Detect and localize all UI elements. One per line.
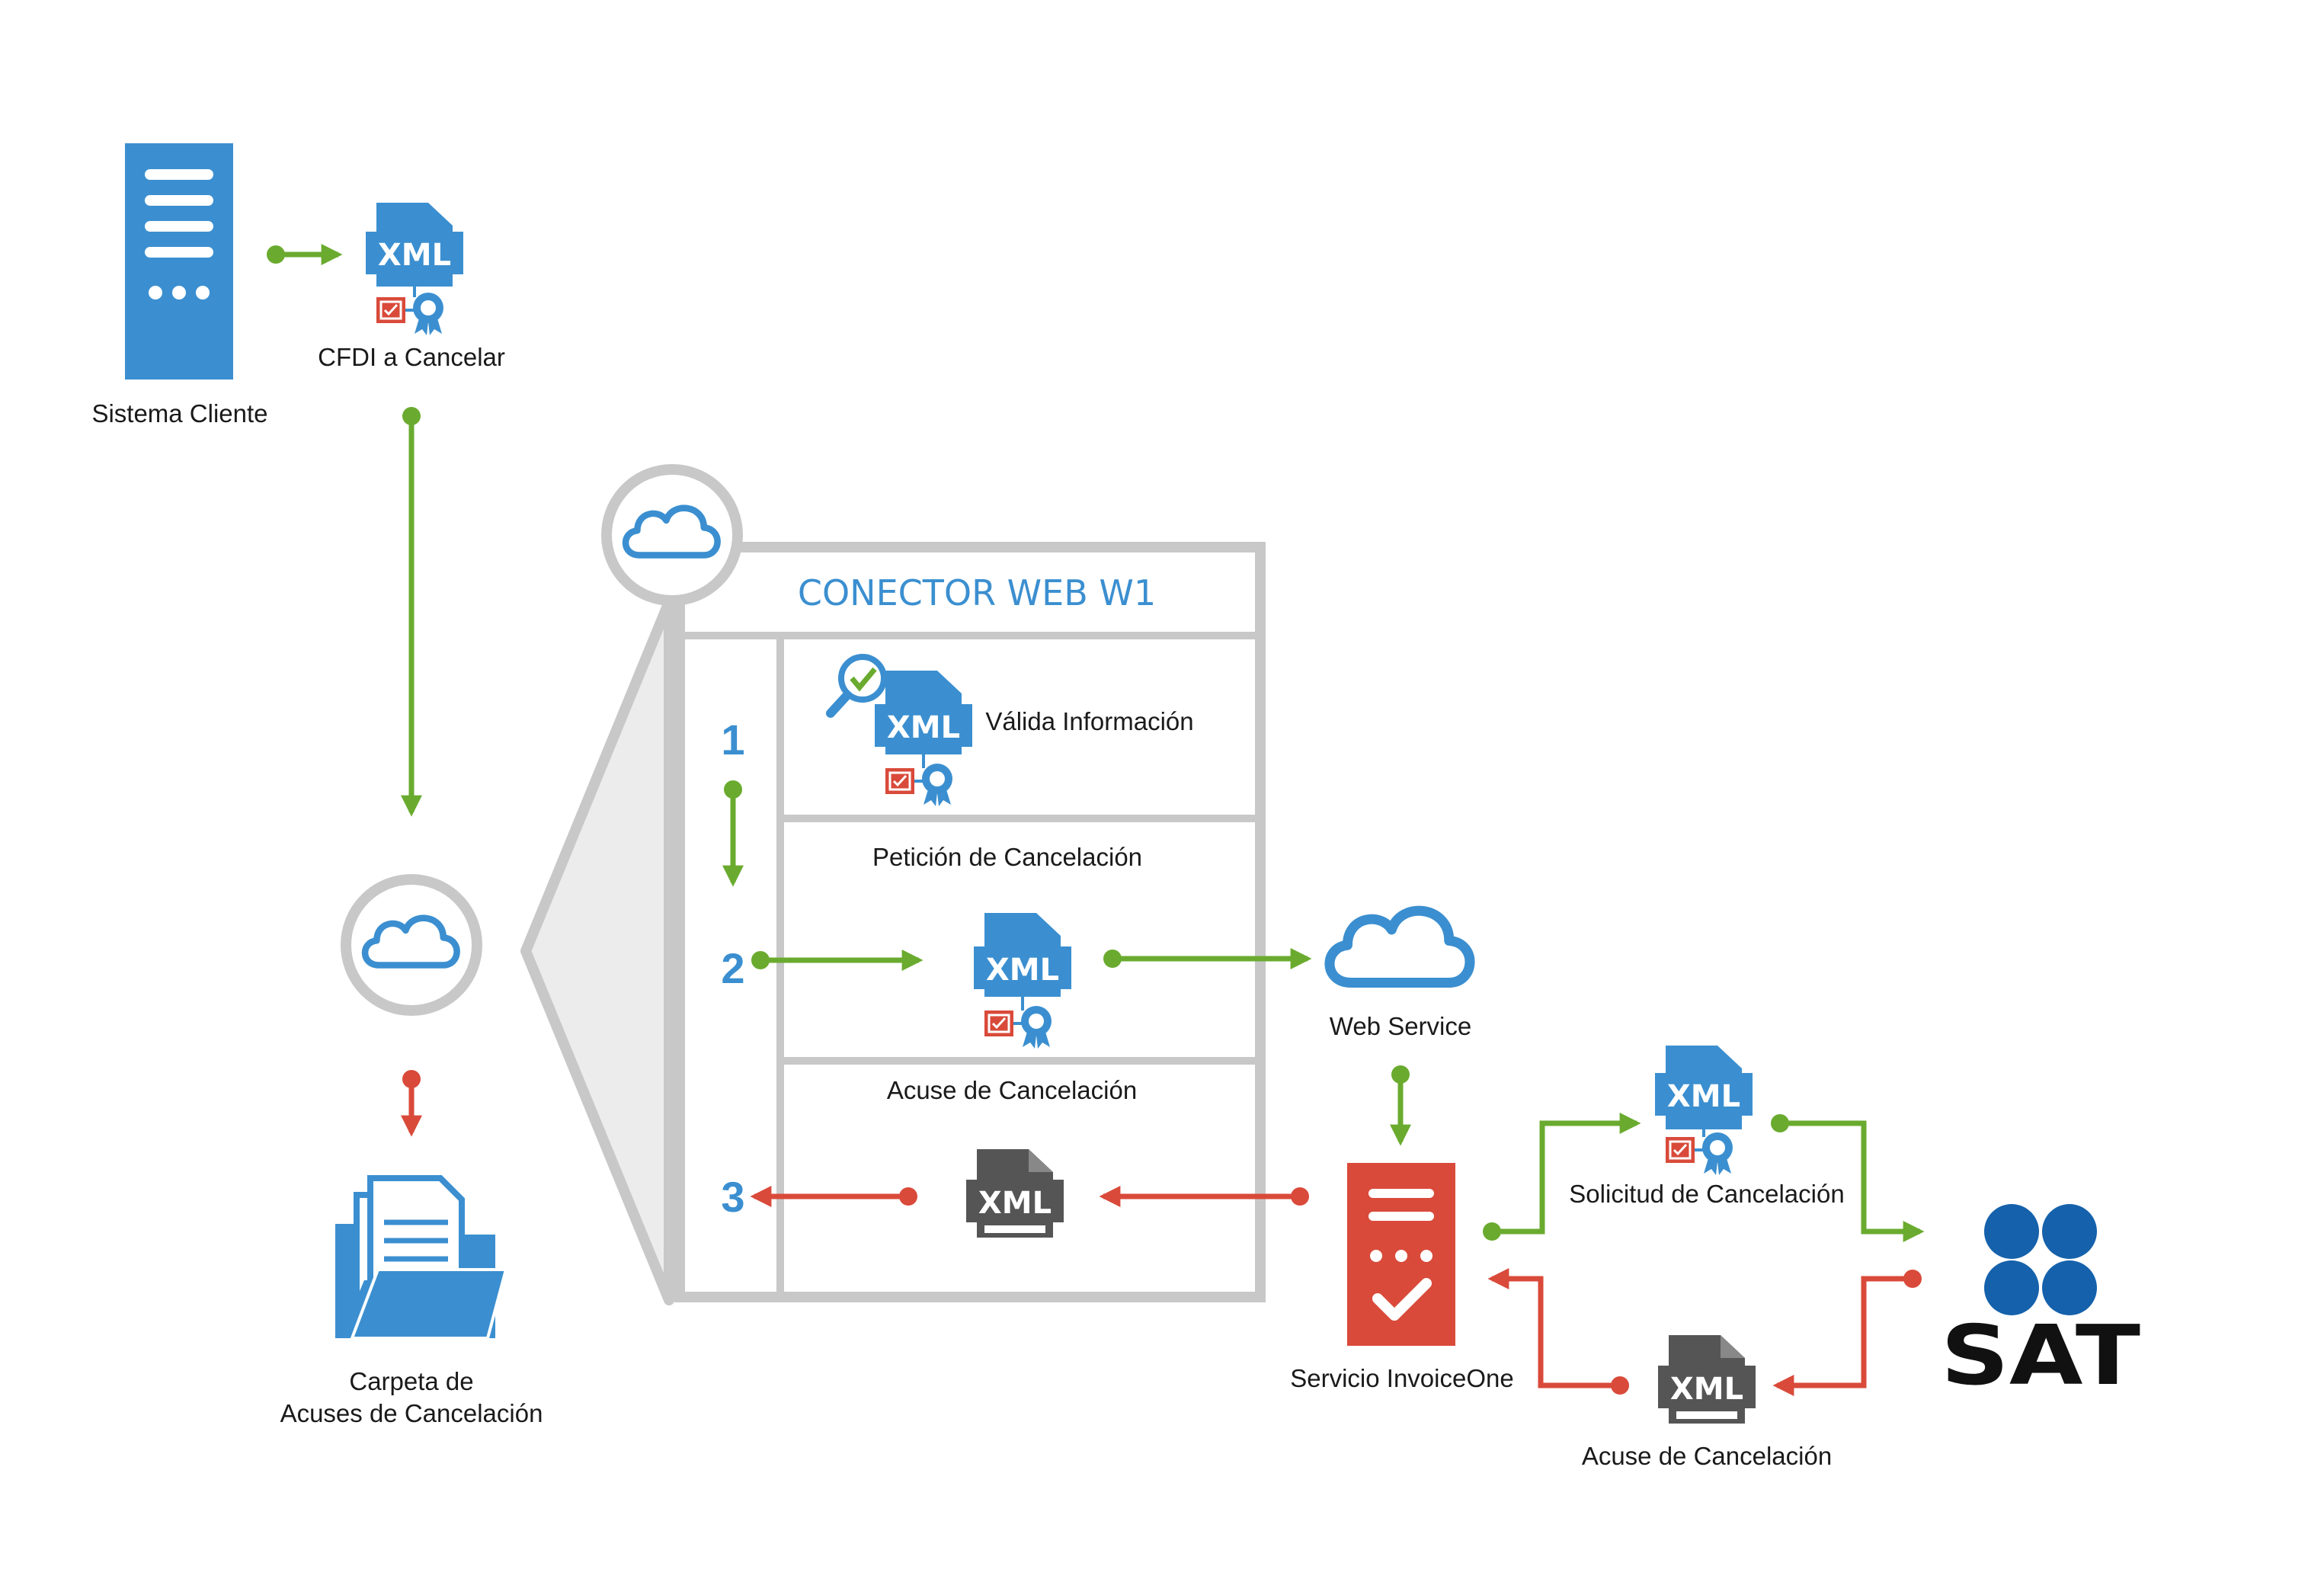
arrow-step1-to-step2 — [722, 780, 744, 887]
step3-label: Acuse de Cancelación — [887, 1076, 1137, 1104]
cfdi-xml-icon: XML — [366, 203, 463, 337]
solicitud-xml-icon: XML — [1655, 1046, 1753, 1177]
server-icon — [125, 143, 233, 380]
step2-label: Petición de Cancelación — [872, 843, 1142, 871]
arrow-invoiceone-to-solicitud — [1483, 1113, 1641, 1241]
connector-title: CONECTOR WEB W1 — [798, 572, 1156, 613]
svg-text:XML: XML — [887, 710, 960, 745]
carpeta-label-line1: Carpeta de — [349, 1367, 473, 1395]
arrow-solicitud-to-sat — [1771, 1114, 1925, 1242]
xml-document-icon: XML — [974, 913, 1071, 1050]
arrow-cfdi-to-cloud — [401, 407, 422, 817]
svg-text:XML: XML — [1670, 1372, 1743, 1407]
web-service-label: Web Service — [1330, 1012, 1471, 1040]
validate-xml-icon: XML — [826, 654, 972, 808]
carpeta-label-line2: Acuses de Cancelación — [280, 1399, 543, 1427]
step-number-3: 3 — [721, 1173, 744, 1221]
arrow-sat-to-acuse — [1772, 1270, 1922, 1396]
folder-icon — [335, 1175, 508, 1340]
arrow-cloud-to-folder — [401, 1070, 422, 1137]
sat-logo: SAT — [1941, 1204, 2140, 1404]
arrow-acuse-to-invoiceone — [1487, 1268, 1629, 1395]
step1-label: Válida Información — [985, 707, 1193, 735]
web-service-cloud-icon — [1330, 911, 1470, 982]
step-number-2: 2 — [721, 944, 744, 992]
svg-text:XML: XML — [1667, 1079, 1740, 1114]
servicio-invoiceone-label: Servicio InvoiceOne — [1290, 1364, 1513, 1392]
sistema-cliente-label: Sistema Cliente — [91, 399, 267, 428]
solicitud-label: Solicitud de Cancelación — [1569, 1180, 1844, 1208]
step-number-1: 1 — [721, 716, 744, 764]
svg-text:SAT: SAT — [1941, 1308, 2140, 1404]
arrow-ack-to-step3 — [750, 1186, 917, 1207]
acuse-bottom-label: Acuse de Cancelación — [1582, 1442, 1832, 1470]
arrow-invoiceone-to-ack — [1099, 1186, 1309, 1207]
xml-ack-icon: XML — [966, 1149, 1064, 1238]
arrow-step2-to-xml — [751, 950, 924, 971]
svg-text:XML: XML — [378, 238, 451, 273]
cfdi-cancelar-label: CFDI a Cancelar — [318, 343, 505, 371]
arrow-xml-to-webservice — [1103, 948, 1312, 969]
arrow-cliente-to-cfdi — [267, 244, 343, 265]
invoice-server-icon — [1347, 1163, 1455, 1346]
svg-text:XML: XML — [986, 953, 1059, 988]
connector-panel — [520, 464, 1266, 1305]
arrow-webservice-to-invoiceone — [1390, 1065, 1411, 1146]
acuse-xml-icon: XML — [1658, 1335, 1756, 1424]
svg-text:XML: XML — [978, 1186, 1052, 1221]
cloud-node — [341, 874, 482, 1016]
